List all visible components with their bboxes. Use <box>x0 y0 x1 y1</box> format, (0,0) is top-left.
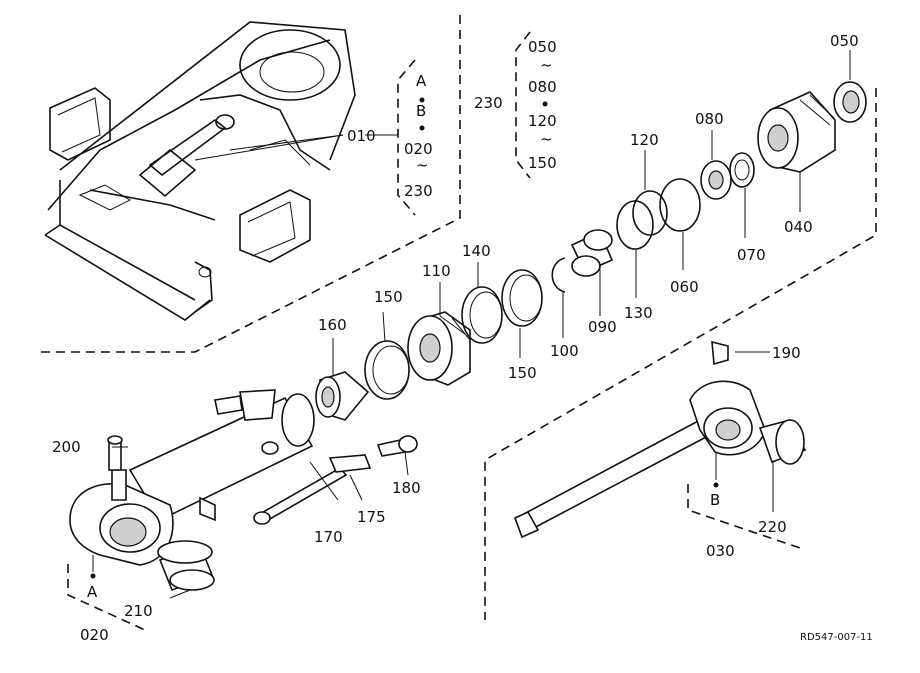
group-230-item: 050 <box>528 38 557 56</box>
group-010-list: A B 020 ~ 230 <box>404 72 433 200</box>
ring-070 <box>729 152 755 188</box>
seal-080 <box>700 160 732 200</box>
piston-rod-030 <box>513 340 766 539</box>
label-190: 190 <box>772 344 801 362</box>
label-180: 180 <box>392 479 421 497</box>
seal-140 <box>461 286 503 344</box>
ref-b: B <box>710 491 720 509</box>
label-150b: 150 <box>508 364 537 382</box>
label-010: 010 <box>347 127 376 145</box>
assembly-boundaries <box>40 15 877 631</box>
group-230-item: 150 <box>528 154 557 172</box>
label-060: 060 <box>670 278 699 296</box>
backup-ring-120 <box>632 190 668 236</box>
dust-seal-050 <box>833 81 867 123</box>
svg-text:~: ~ <box>540 130 553 148</box>
svg-text:~: ~ <box>416 156 429 174</box>
label-080: 080 <box>695 110 724 128</box>
drawing-code: RD547-007-11 <box>800 632 873 643</box>
group-010-item: 020 <box>404 140 433 158</box>
label-100: 100 <box>550 342 579 360</box>
leader-lines <box>90 50 851 599</box>
bushing-210 <box>157 540 215 592</box>
wear-ring-150b <box>501 269 543 327</box>
group-230-list: 050 ~ 080 120 ~ 150 <box>528 38 557 172</box>
machine-frame-illustration <box>44 21 356 321</box>
oring-060 <box>659 178 701 232</box>
label-150a: 150 <box>374 288 403 306</box>
label-030: 030 <box>706 542 735 560</box>
collar-090 <box>570 229 614 277</box>
label-175: 175 <box>357 508 386 526</box>
ref-a: A <box>87 583 98 601</box>
label-170: 170 <box>314 528 343 546</box>
cylinder-tube-020 <box>69 389 315 566</box>
part-labels: 010 020 030 040 050 060 070 080 090 100 … <box>52 32 859 644</box>
label-130: 130 <box>624 304 653 322</box>
svg-text:~: ~ <box>540 56 553 74</box>
piston-110 <box>407 311 471 386</box>
label-110: 110 <box>422 262 451 280</box>
rod-guide-040 <box>757 91 836 173</box>
group-010-item: B <box>416 102 426 120</box>
label-050: 050 <box>830 32 859 50</box>
label-210: 210 <box>124 602 153 620</box>
label-020: 020 <box>80 626 109 644</box>
label-070: 070 <box>737 246 766 264</box>
bushing-220 <box>758 419 807 465</box>
snap-ring-100 <box>551 257 566 293</box>
label-120: 120 <box>630 131 659 149</box>
label-040: 040 <box>784 218 813 236</box>
label-200: 200 <box>52 438 81 456</box>
label-220: 220 <box>758 518 787 536</box>
grease-nipple-200 <box>107 435 123 471</box>
label-090: 090 <box>588 318 617 336</box>
hydraulic-pipe-170 <box>253 441 372 525</box>
label-140: 140 <box>462 242 491 260</box>
group-230-item: 080 <box>528 78 557 96</box>
piston-nut-160 <box>315 371 370 421</box>
group-010-item: A <box>416 72 427 90</box>
bolt-180 <box>376 435 418 457</box>
label-160: 160 <box>318 316 347 334</box>
label-230: 230 <box>474 94 503 112</box>
group-230-item: 120 <box>528 112 557 130</box>
wear-ring-150a <box>364 340 410 400</box>
group-010-item: 230 <box>404 182 433 200</box>
